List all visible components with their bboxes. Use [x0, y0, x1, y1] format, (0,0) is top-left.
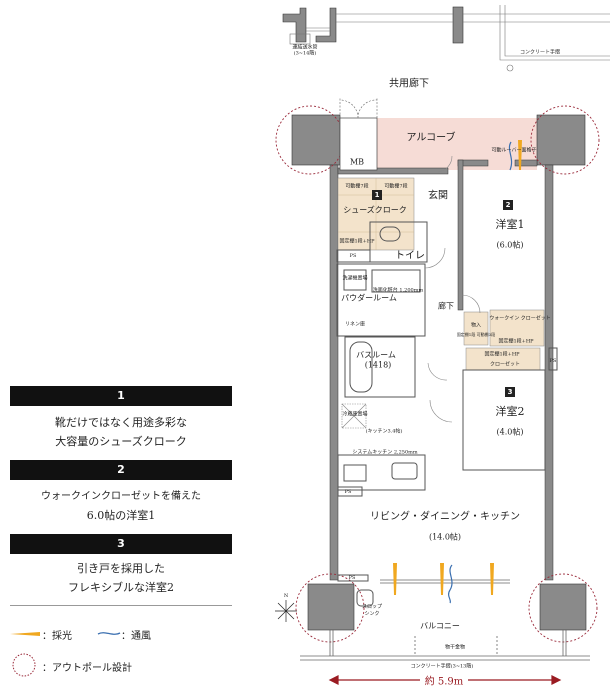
room1-label: 洋室1 — [495, 218, 525, 231]
light-icon — [518, 140, 522, 170]
slop-sink-label: スロップシンク — [361, 604, 382, 617]
room2-size: (4.0帖) — [496, 427, 524, 437]
wind-icon — [508, 141, 513, 171]
alcove-area — [377, 118, 537, 170]
ps-label: PS — [549, 358, 557, 364]
entrance-label: 玄関 — [428, 190, 448, 202]
mb-label: MB — [349, 157, 365, 167]
shelf-label: 可動棚7段 — [345, 183, 369, 190]
closet-label: クローゼット — [489, 361, 521, 368]
drying-hardware-label: 物干金物 — [444, 644, 466, 651]
concrete-rail-label: コンクリート手摺 — [519, 49, 561, 56]
storage-shelf: 固定棚1段 可動棚3段 — [456, 332, 496, 337]
legend-icons — [10, 632, 121, 677]
standpipe-label: 連結送水管 — [292, 44, 318, 51]
standpipe-floors: (3~14階) — [293, 50, 317, 57]
feature-1-header: 1 — [10, 386, 232, 406]
toilet-label: トイレ — [395, 250, 425, 262]
column — [291, 114, 341, 166]
north-label: N — [283, 593, 289, 599]
wic-label: ウォークイン クローゼット — [489, 315, 551, 322]
hallway-label: 廊下 — [438, 301, 454, 311]
concrete-rail-bottom-label: コンクリート手摺(3~13階) — [410, 663, 474, 670]
feature-3-line2: フレキシブルな洋室2 — [68, 581, 174, 594]
ps-label: PS — [349, 253, 357, 259]
column — [539, 583, 587, 631]
outpole-circle-icon — [12, 653, 36, 677]
wic-shelf: 固定棚1段+HP — [498, 338, 534, 345]
storage-label: 物入 — [470, 322, 482, 329]
feature-3-line1: 引き戸を採用した — [77, 562, 165, 575]
ldk-size: (14.0帖) — [428, 532, 462, 542]
common-corridor-label: 共用廊下 — [389, 78, 429, 90]
light-icon — [490, 563, 494, 595]
fridge-label: 冷蔵庫置場 — [342, 411, 368, 418]
badge-1: 1 — [372, 190, 382, 200]
vanity-label: 洗面化粧台 1,200mm — [372, 287, 424, 294]
light-icon — [440, 563, 444, 595]
ldk-label: リビング・ダイニング・キッチン — [370, 511, 520, 523]
feature-3-header: 3 — [10, 534, 232, 554]
compass-icon — [275, 600, 297, 622]
feature-2-line2: 6.0帖の洋室1 — [86, 509, 156, 522]
column — [307, 583, 355, 631]
outpole-circle — [530, 105, 600, 175]
washer-label: 洗濯機置場 — [342, 275, 368, 282]
bath-label: バスルーム — [356, 350, 396, 360]
room1-size: (6.0帖) — [496, 240, 524, 250]
shoe-fixed-shelf: 固定棚1段+HP — [339, 238, 375, 245]
legend-outpole: ：アウトポール設計 — [42, 663, 132, 674]
divider — [10, 605, 232, 606]
width-arrow — [328, 675, 562, 685]
badge-3: 3 — [505, 387, 515, 397]
feature-2-line1: ウォークインクローゼットを備えた — [41, 491, 201, 502]
feature-1-line2: 大容量のシューズクローク — [55, 435, 187, 448]
top-walls — [282, 6, 464, 44]
legend-light: ：採光 — [42, 631, 72, 642]
room2-label: 洋室2 — [495, 405, 525, 418]
light-icon — [393, 563, 397, 595]
legend-wind: ：通風 — [121, 631, 151, 642]
system-kitchen-label: システムキッチン 2,250mm — [352, 449, 418, 456]
light-icon — [10, 632, 40, 636]
linen-label: リネン庫 — [344, 321, 366, 328]
alcove-label: アルコーブ — [406, 132, 456, 144]
ps-label: PS — [344, 489, 352, 495]
shoe-cloak-label: シューズクローク — [343, 205, 407, 215]
shelf-label: 可動棚7段 — [384, 183, 408, 190]
wind-icon — [447, 564, 453, 604]
feature-1-line1: 靴だけではなく用途多彩な — [55, 416, 187, 429]
closet-shelf: 固定棚1段+HP — [484, 351, 520, 358]
badge-2: 2 — [503, 200, 513, 210]
wind-icon — [97, 632, 121, 635]
column — [536, 114, 586, 166]
powder-room-label: パウダールーム — [341, 293, 397, 303]
ps-label: PS — [348, 575, 356, 581]
bath-size: (1418) — [364, 360, 392, 370]
balcony-label: バルコニー — [420, 621, 460, 631]
feature-2-header: 2 — [10, 460, 232, 480]
louver-label: 可動ルーバー面格子 — [491, 147, 537, 154]
width-dimension: 約 5.9m — [424, 676, 464, 688]
kitchen-label: (キッチン3.4帖) — [365, 428, 403, 435]
